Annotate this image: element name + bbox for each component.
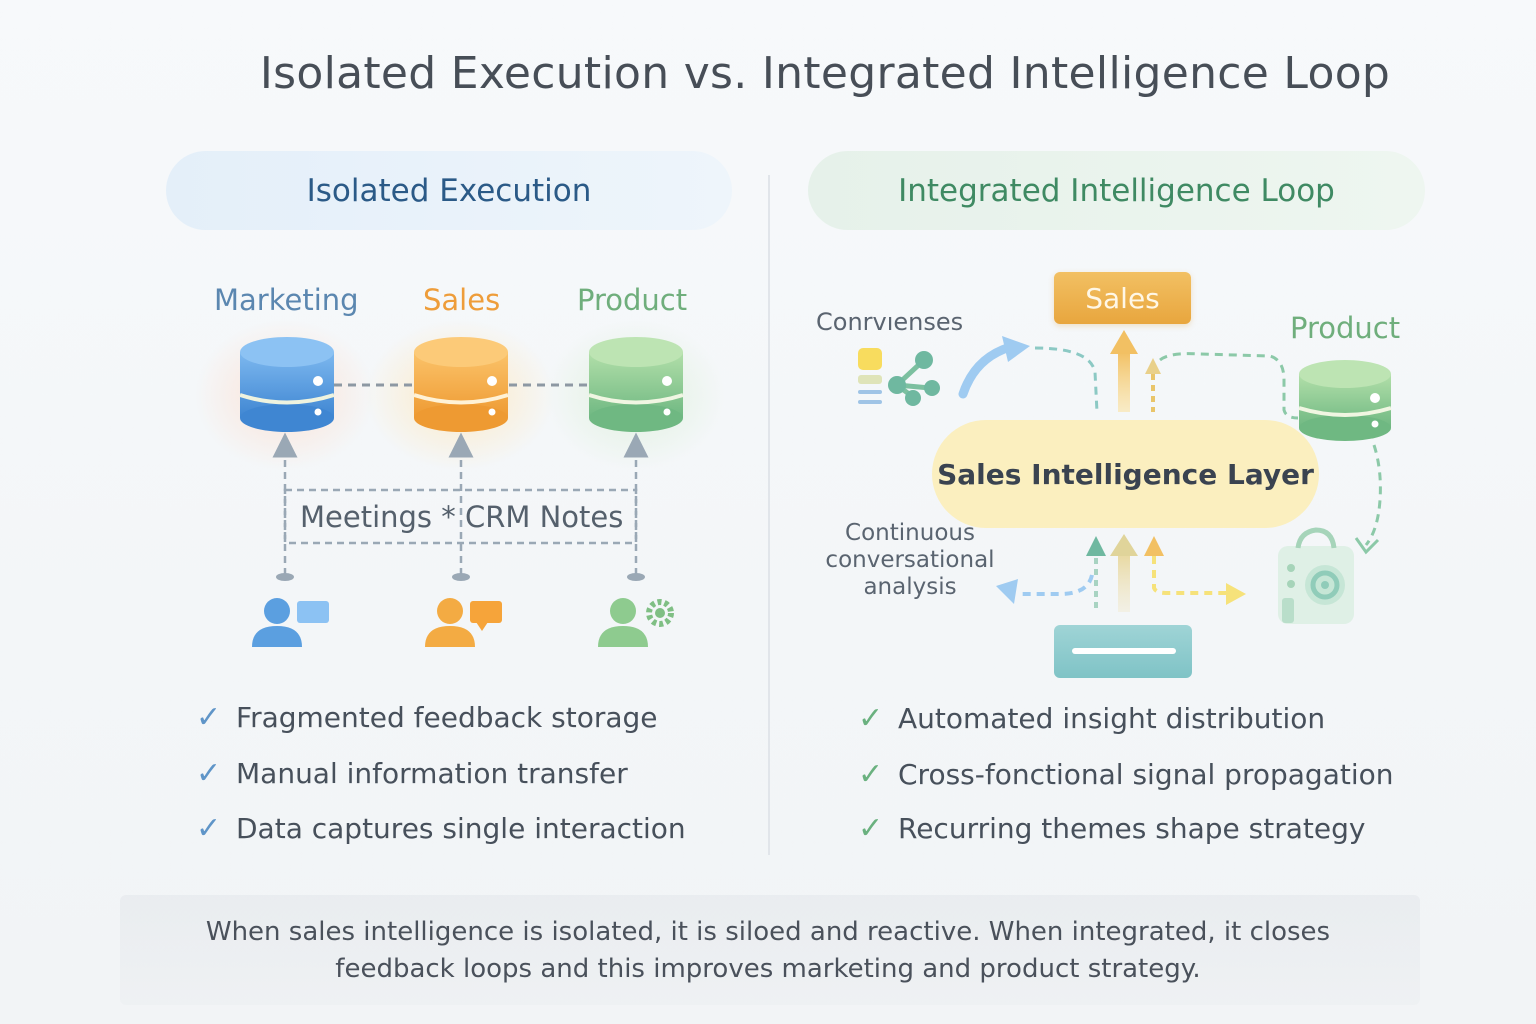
right-bullet-3: ✓Recurring themes shape strategy — [858, 811, 1366, 846]
check-icon: ✓ — [196, 756, 222, 791]
dept-label-sales: Sales — [423, 283, 501, 317]
check-icon: ✓ — [858, 701, 884, 736]
person-chat-icon-sales — [425, 598, 502, 647]
page-title: Isolated Execution vs. Integrated Intell… — [259, 48, 1391, 99]
check-icon: ✓ — [196, 811, 222, 846]
sales-box: Sales — [1054, 272, 1191, 324]
sales-intelligence-layer: Sales Intelligence Layer — [932, 420, 1319, 528]
left-bullet-2: ✓Manual information transfer — [196, 756, 628, 791]
network-share-icon — [858, 348, 940, 406]
dept-label-marketing: Marketing — [214, 283, 359, 317]
database-icon-marketing — [239, 337, 335, 432]
left-bullet-3: ✓Data captures single interaction — [196, 811, 686, 846]
panel-divider — [768, 175, 770, 855]
speaker-device-icon — [1278, 527, 1354, 624]
database-icon-product-right — [1298, 360, 1392, 441]
check-icon: ✓ — [858, 757, 884, 792]
left-bullet-1: ✓Fragmented feedback storage — [196, 700, 658, 735]
product-label: Product — [1290, 311, 1401, 345]
conversations-label: Conrvıenses — [816, 308, 964, 336]
input-source-bar-line — [1072, 648, 1176, 654]
isolated-execution-heading: Isolated Execution — [166, 151, 732, 230]
check-icon: ✓ — [196, 700, 222, 735]
footer-caption: When sales intelligence is isolated, it … — [205, 917, 1331, 984]
database-icon-product — [588, 337, 684, 432]
person-chat-icon-marketing — [252, 598, 329, 647]
integrated-loop-heading: Integrated Intelligence Loop — [808, 151, 1425, 230]
database-icon-sales — [413, 337, 509, 432]
person-gear-icon-product — [598, 598, 674, 647]
right-bullet-1: ✓Automated insight distribution — [858, 701, 1326, 736]
footer-band — [120, 895, 1420, 1005]
right-bullet-2: ✓Cross-fonctional signal propagation — [858, 757, 1394, 792]
continuous-analysis-label: Continuous conversational analysis — [825, 520, 995, 600]
dept-label-product: Product — [577, 283, 688, 317]
meetings-crm-notes-label: Meetings * CRM Notes — [300, 500, 624, 534]
check-icon: ✓ — [858, 811, 884, 846]
